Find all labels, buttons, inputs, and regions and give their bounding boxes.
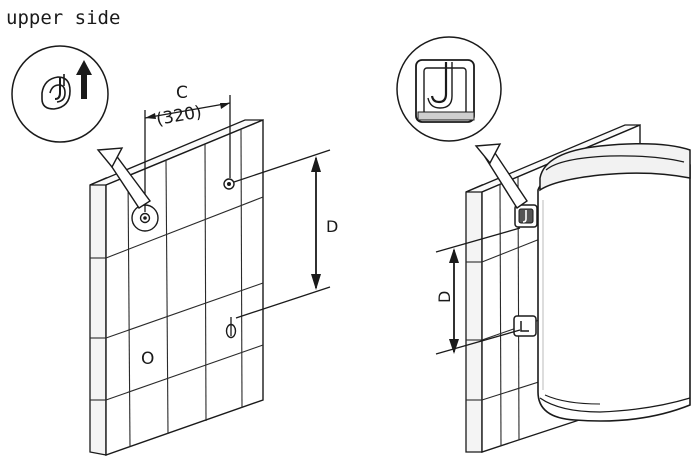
right-hook-hole: [223, 178, 235, 190]
left-hook-hole: [131, 204, 159, 232]
o-mark-label: O: [141, 349, 154, 369]
dimension-d-right-label: D: [435, 291, 454, 303]
lower-bolt-hole: [225, 317, 237, 339]
water-heater-tank: [537, 143, 691, 422]
dimension-d-right: [435, 227, 521, 355]
dimension-d-left-label: D: [326, 217, 338, 236]
hook-bracket-icon: [415, 59, 475, 123]
lower-bracket: [513, 315, 537, 337]
hook-arrow-up-icon: [41, 60, 92, 110]
upper-bracket: [514, 204, 538, 228]
upper-side-label: upper side: [6, 7, 120, 29]
dimension-c-label: C: [176, 83, 188, 103]
dimension-c-value: (320): [155, 102, 203, 130]
dimension-d-left: [233, 149, 331, 319]
